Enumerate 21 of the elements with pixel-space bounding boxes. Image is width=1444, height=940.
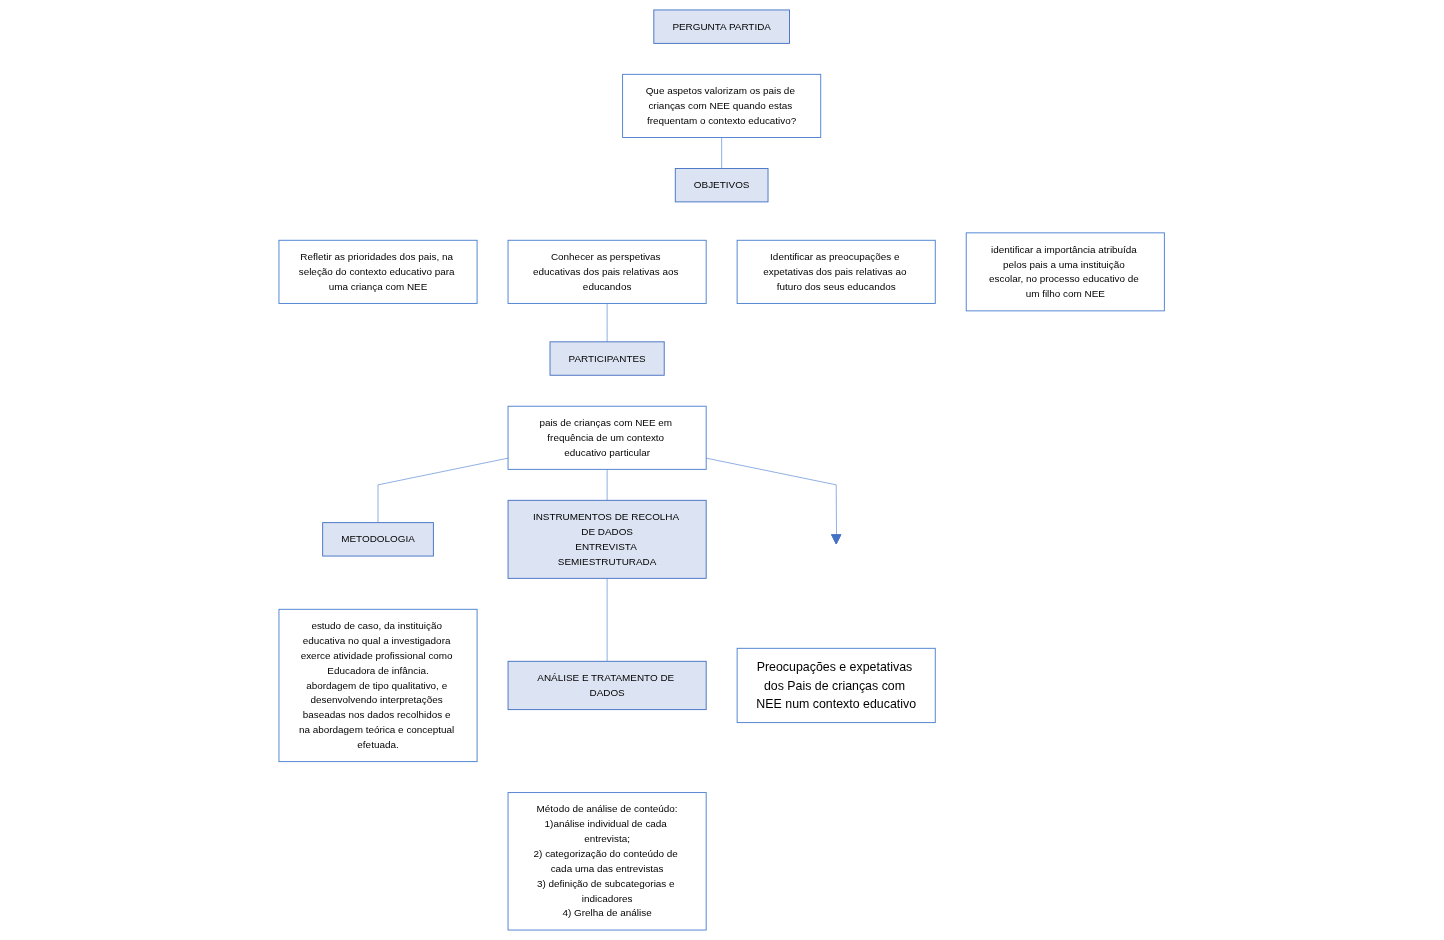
node-box: PERGUNTA PARTIDA xyxy=(653,9,791,44)
node-box: Que aspetos valorizam os pais de crianças com NEE quando estas frequentam o contexto educativo? xyxy=(622,73,822,138)
node-box: ANÁLISE E TRATAMENTO DE DADOS xyxy=(507,660,707,711)
node-box: OBJETIVOS xyxy=(675,168,769,203)
node-box: PARTICIPANTES xyxy=(549,341,666,376)
connector xyxy=(607,303,608,343)
connector xyxy=(706,457,838,536)
node-box: INSTRUMENTOS DE RECOLHA DE DADOS ENTREVISTA SEMIESTRUTURADA xyxy=(507,499,707,579)
node-box: Preocupações e expetativas dos Pais de crianças com NEE num contexto educativo xyxy=(737,647,937,724)
connector xyxy=(607,469,608,501)
connector xyxy=(721,137,723,169)
connector xyxy=(378,457,509,523)
node-box: estudo de caso, da instituição educativa no qual a investigadora exerce atividade profissional como Educadora de infância. abordagem de tipo qualitativo, e desenvolvendo interpretações baseadas nos dados recolhidos e na abordagem teórica e conceptual efetuada. xyxy=(278,608,478,763)
connector xyxy=(607,578,608,662)
node-box: identificar a importância atribuída pelos pais a uma instituição escolar, no processo educativo de um filho com NEE xyxy=(966,232,1166,312)
node-box: Identificar as preocupações e expetativas dos pais relativas ao futuro dos seus educandos xyxy=(737,239,937,304)
node-box: Método de análise de conteúdo: 1)análise individual de cada entrevista; 2) categorização do conteúdo de cada uma das entrevistas 3) definição de subcategorias e indicadores 4) Grelha de análise xyxy=(507,792,707,931)
node-box: pais de crianças com NEE em frequência de um contexto educativo particular xyxy=(507,405,707,470)
node-box: Conhecer as perspetivas educativas dos pais relativas aos educandos xyxy=(507,239,707,304)
node-box: Refletir as prioridades dos pais, na seleção do contexto educativo para uma criança com NEE xyxy=(278,239,478,304)
node-box: METODOLOGIA xyxy=(322,522,435,557)
